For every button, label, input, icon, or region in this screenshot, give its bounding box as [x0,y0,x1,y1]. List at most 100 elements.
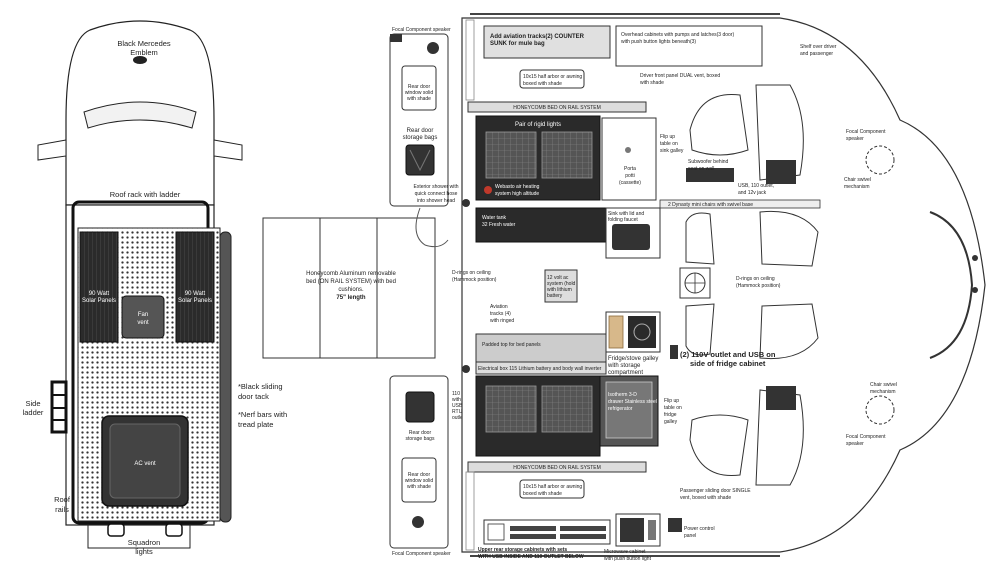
front-bumper [929,211,974,359]
solar-panel-left [79,231,119,343]
flipup-label-3: sink galley [660,148,684,154]
rear-bumper [87,524,191,549]
storage-bags-label-1: Rear door [407,128,434,134]
windshield [83,101,197,129]
rear-lower-bags-1: Rear door [409,430,432,436]
focal-speaker-label-1: Focal Component [846,129,886,135]
fridge-label-2: with storage [607,363,641,369]
padded-top-label: Padded top for bed panels [482,342,541,348]
dring-right-label-1: D-rings on ceiling [736,276,775,282]
mirror-left [37,139,67,161]
webasto-icon [484,186,492,194]
overhead-label-1: Overhead cabinets with pumps and latches… [621,32,734,38]
porta-potti-cabinet [601,117,657,201]
rear-window-label-3: with shade [407,96,431,102]
note-door-tack-1: *Black sliding [238,382,283,391]
stainless-label-2: drawer Stainless steel [608,399,657,405]
rear-lower-window-1: Rear door [408,472,431,478]
passenger-seat [755,84,804,181]
battery-label-3: with lithium [547,287,572,293]
lower-awning-label-1: 10x15 half arbor or awning [523,484,582,490]
aviation-tracks-label-2: SUNK for mule bag [490,41,545,47]
front-seat-lower [759,303,819,360]
flipup-label-2: table on [660,141,678,147]
dring-left-label-2: (Hammock position) [452,277,497,283]
upper-rear-cabinets [483,519,611,545]
aviation-label-1: Aviation [490,304,508,310]
rear-lower-bags-2: storage bags [406,436,435,442]
van-top-view: Black Mercedes Emblem Roof rack with lad… [23,20,287,556]
squadron-light-left [107,523,125,537]
solar-panel-right [175,231,215,343]
rail-strip-top [467,101,647,113]
lower-awning-label-2: boxed with shade [523,491,562,497]
roof-rails-label-2: rails [55,505,69,514]
bed-label-1: Honeycomb Aluminum removable [306,271,396,277]
potti-label-1: Porta [624,166,636,172]
roof-rack-label: Roof rack with ladder [110,190,181,199]
rear-window-label-1: Rear door [408,84,431,90]
flipup-label-1: Flip up [660,134,675,140]
shelf-label-1: Shelf over driver [800,44,837,50]
bed-label-2: bed (ON RAIL SYSTEM) with bed [306,279,396,285]
usb-outlet-label-2: and 12v jack [738,190,767,196]
fan-vent-label-1: Fan [138,312,148,318]
microwave-label-2: with push button light [604,556,652,562]
fan-vent-label-2: vent [137,320,149,326]
webasto-label-2: system high altitude [495,191,539,197]
battery-label-4: battery [547,293,563,299]
speaker-icon-lower [412,516,424,528]
cutting-board [608,315,624,349]
stove-top [628,316,656,348]
rear-lower-outlet-5: outlets [452,415,467,421]
note-nerf-1: *Nerf bars with [238,410,287,419]
overhead-label-2: with push button lights beneath(3) [621,39,696,45]
passenger-door-label-1: Passenger sliding door SINGLE [680,488,751,494]
side-rail [219,231,232,523]
subwoofer-label-1: Subwoofer behind [688,159,729,165]
battery-box [544,269,578,303]
rigid-lights-label: Pair of rigid lights [515,122,561,128]
rear-lower-window-3: with shade [407,484,431,490]
shelf-label-2: and passenger [800,51,833,57]
rear-lower-outlet-2: with 2 [452,397,465,403]
aviation-tracks-box [483,25,611,59]
speaker-icon [427,42,439,54]
outlet-label-2: side of fridge cabinet [690,359,766,368]
dynasty-label: 2 Dynasty mini chairs with swivel base [668,202,753,208]
awning-label-2: boxed with shade [523,81,562,87]
potti-label-3: (cassette) [619,180,641,186]
solar-left-label-1: 90 Watt [89,291,110,297]
shower-hose [415,207,449,248]
padded-top [475,333,607,363]
microwave-label-1: Microwave cabinet [604,549,646,555]
rail-strip-bottom [467,461,647,473]
roof-rails-label-1: Roof [54,495,71,504]
solar-right-label-2: Solar Panels [178,298,212,304]
bed-length-label: 75" length [336,295,366,301]
dynasty-strip [659,199,821,209]
focal-speaker-label-2: speaker [846,136,864,142]
aviation-tracks-label-1: Add aviation tracks(2) COUNTER [490,34,585,40]
fridge-label-3: compartment [608,370,643,376]
side-ladder-label-1: Side [25,399,40,408]
stainless-label-3: refrigerator [608,406,633,412]
emblem-label-1: Black Mercedes [117,39,171,48]
lower-flipup-3: fridge [664,412,677,418]
side-ladder-label-2: ladder [23,408,44,417]
passenger-door-label-2: vent, boxed with shade [680,495,731,501]
rail-strip-bottom-label: HONEYCOMB BED ON RAIL SYSTEM [513,465,601,471]
shower-label-1: Exterior shower with [413,184,458,190]
awning-label-1: 10x15 half arbor or awning [523,74,582,80]
sink-label-1: Sink with lid and [608,211,644,217]
lower-flipup-2: table on [664,405,682,411]
storage-bags-label-2: storage bags [403,135,438,141]
solar-left-label-2: Solar Panels [82,298,116,304]
cabinets-label-1: Upper rear storage cabinets with sets [478,547,567,553]
aviation-label-2: tracks (4) [490,311,511,317]
lower-swivel-label-1: Chair swivel [870,382,897,388]
mercedes-emblem-icon [133,56,147,64]
water-tank-label-2: 32 Fresh water [482,222,516,228]
outlet-label-1: (2) 110V outlet and USB on [680,350,776,359]
